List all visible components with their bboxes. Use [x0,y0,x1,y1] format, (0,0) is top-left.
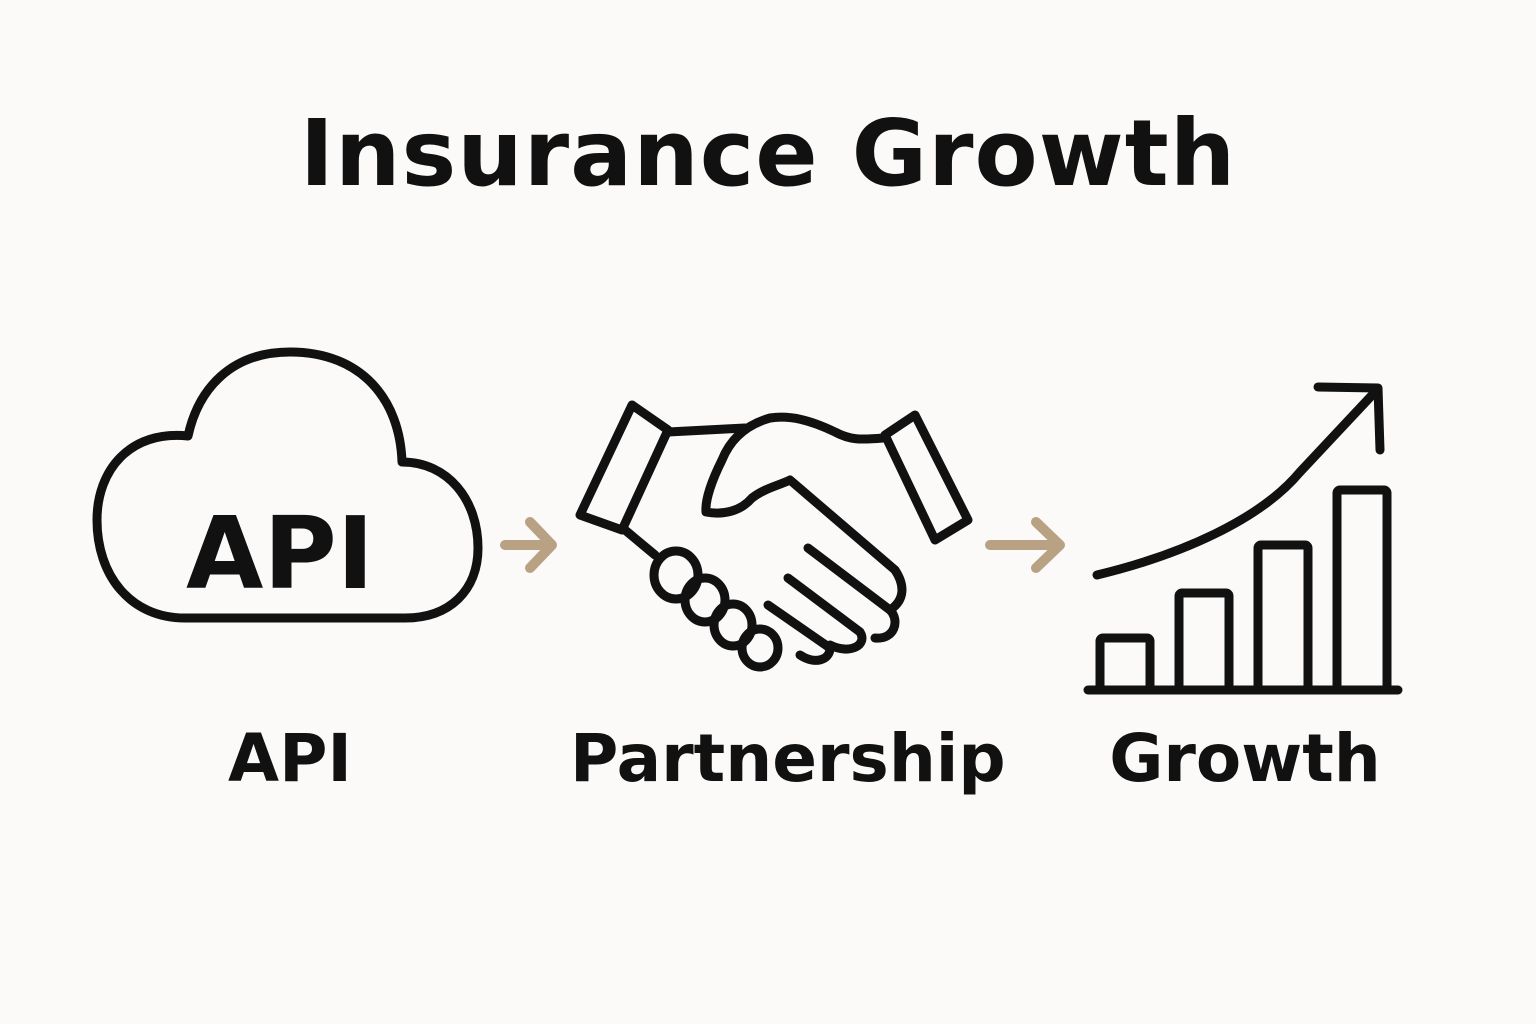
step-label-api: API [227,720,352,797]
diagram-title: Insurance Growth [299,100,1237,207]
handshake-icon [575,400,973,672]
arrow-right-icon [985,517,1065,573]
cloud-icon: API [92,347,483,623]
step-label-growth: Growth [1109,720,1381,797]
cloud-icon-text: API [186,495,374,612]
step-label-partnership: Partnership [570,720,1006,797]
arrow-right-icon [500,517,557,573]
bar-chart-growth-icon [1083,382,1403,695]
